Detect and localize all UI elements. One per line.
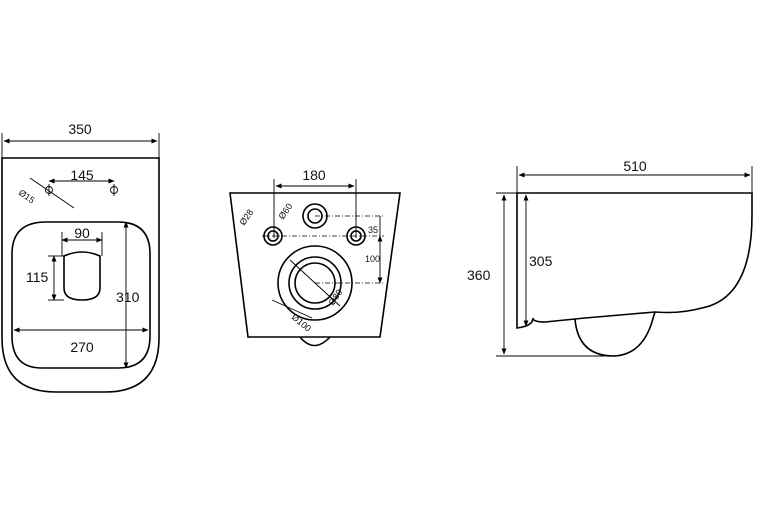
small-offset-label: 35 (368, 225, 378, 235)
outlet-inner-diameter-label: Ø80 (326, 287, 344, 307)
bowl-outline (1, 157, 160, 393)
outlet-outer-diameter-label: Ø100 (290, 312, 313, 334)
back-view: 180 Ø60 Ø28 35 100 Ø80 Ø100 (229, 167, 401, 347)
overall-width-label: 350 (68, 121, 92, 137)
top-view: 350 145 Ø15 90 115 310 270 (1, 121, 160, 393)
inlet-diameter-label: Ø60 (276, 201, 294, 221)
outlet-middle (288, 256, 342, 310)
back-plate-outline (229, 192, 401, 338)
outlet-leader-line (289, 259, 341, 307)
inner-width-label: 270 (70, 339, 94, 355)
body-height-label: 305 (529, 253, 553, 269)
bowl-opening (63, 251, 101, 301)
hole-spacing-label: 145 (70, 167, 94, 183)
bolt-hole-right-inner (350, 230, 362, 242)
outlet-outer-leader-line (271, 299, 313, 319)
outlet-spigot (299, 336, 331, 347)
bolt-hole-diameter-label: Ø28 (237, 207, 255, 227)
side-view: 510 360 305 (467, 158, 753, 357)
seat-outline (11, 221, 151, 369)
large-offset-label: 100 (365, 254, 380, 264)
hole-leader-line (29, 177, 75, 209)
opening-depth-label: 115 (26, 269, 49, 285)
outlet-outer (277, 245, 353, 321)
bolt-hole-left-inner (267, 230, 279, 242)
hole-diameter-label: Ø15 (17, 187, 37, 205)
side-outlet-outline (574, 311, 656, 357)
inner-length-label: 310 (116, 289, 140, 305)
overall-length-label: 510 (623, 158, 647, 174)
opening-width-label: 90 (74, 225, 90, 241)
side-body-outline (516, 192, 753, 329)
bolt-spacing-label: 180 (302, 167, 326, 183)
overall-height-label: 360 (467, 267, 491, 283)
outlet-inner (294, 262, 336, 304)
